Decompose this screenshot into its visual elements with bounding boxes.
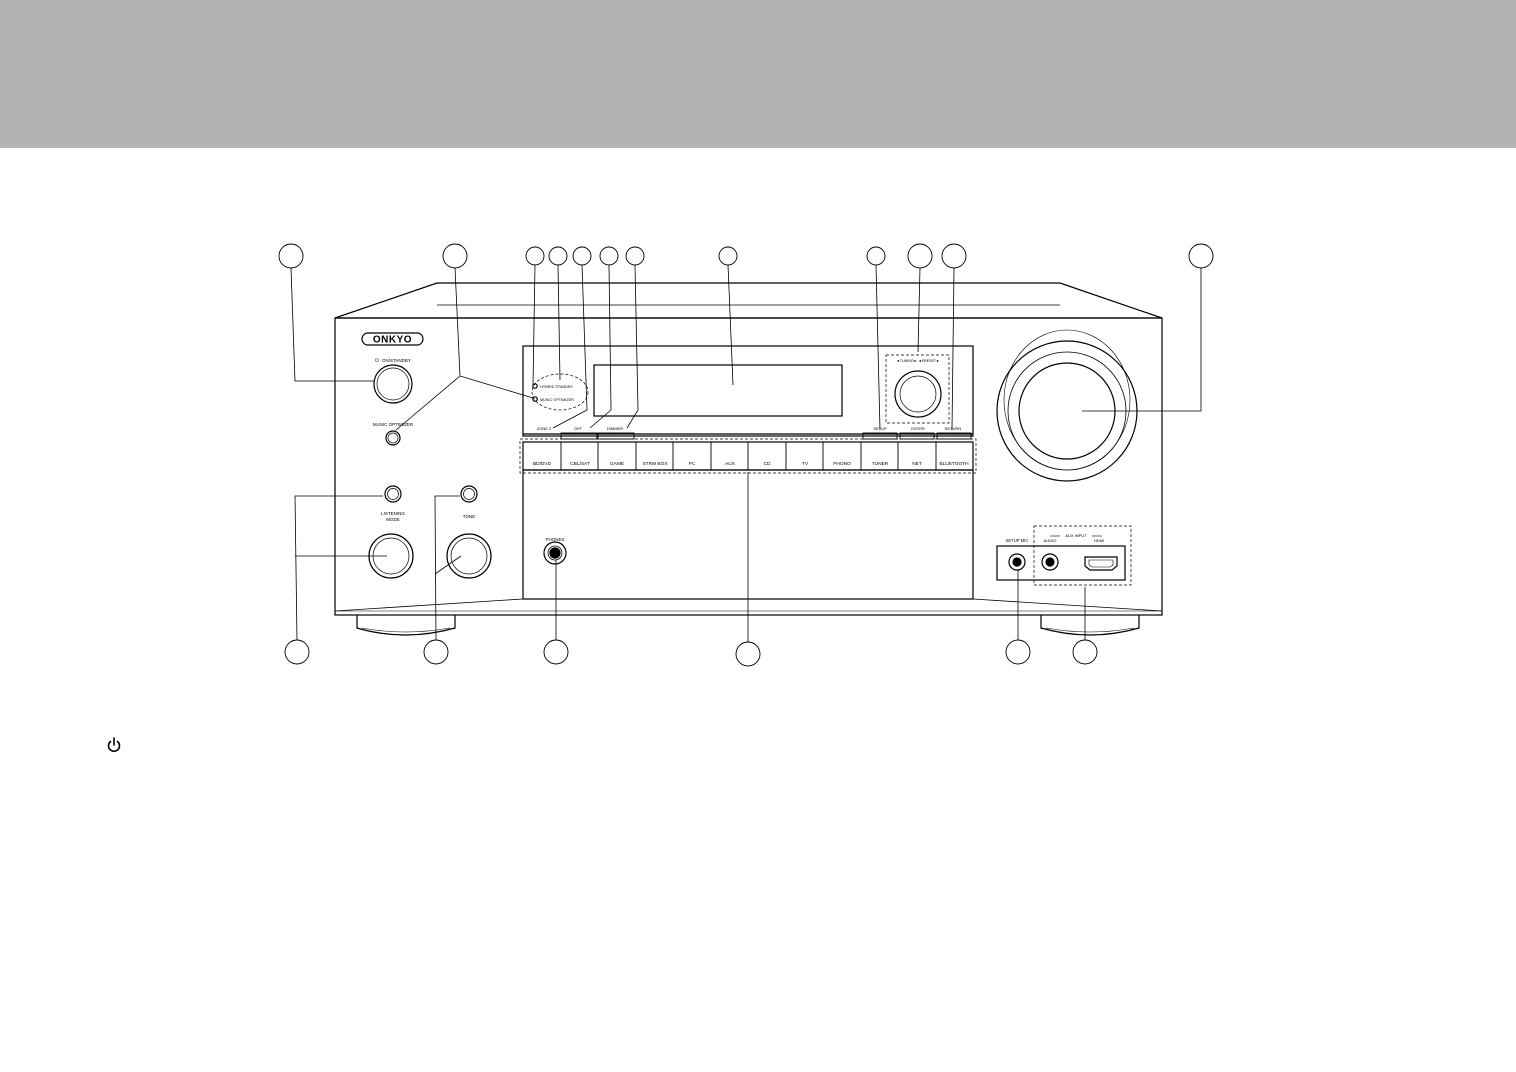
callout bbox=[543, 639, 569, 665]
callout bbox=[1072, 639, 1098, 665]
callout bbox=[1005, 639, 1031, 665]
listening-mode-button[interactable] bbox=[384, 485, 402, 503]
input-button-cd[interactable]: CD bbox=[764, 461, 771, 467]
label-off: OFF bbox=[574, 426, 583, 431]
label-hdmi: HDMI bbox=[1094, 538, 1104, 543]
label-return: RETURN bbox=[945, 426, 962, 431]
power-symbol-small: ⏻ bbox=[375, 358, 379, 364]
label-enter: ENTER bbox=[911, 426, 925, 431]
input-button-bluetooth[interactable]: BLUETOOTH bbox=[939, 461, 969, 467]
callout bbox=[907, 243, 933, 269]
callout bbox=[866, 246, 886, 266]
left-foot bbox=[356, 615, 456, 636]
callout bbox=[718, 246, 738, 266]
callout bbox=[284, 639, 310, 665]
label-dimmer: DIMMER bbox=[607, 426, 623, 431]
front-panel bbox=[334, 317, 1163, 616]
label-audio: AUDIO bbox=[1044, 538, 1057, 543]
display-screen bbox=[593, 364, 843, 417]
input-button-pc[interactable]: PC bbox=[689, 461, 696, 467]
callout bbox=[599, 246, 619, 266]
tuning-preset-dial[interactable] bbox=[894, 370, 942, 418]
music-optimizer-led bbox=[532, 396, 538, 402]
callout bbox=[1188, 243, 1214, 269]
power-icon bbox=[107, 737, 121, 753]
phones-jack[interactable] bbox=[543, 541, 567, 565]
aux-panel bbox=[996, 545, 1126, 581]
label-on-standby: ON/STANDBY bbox=[382, 358, 411, 363]
label-music-optimizer: MUSIC OPTIMIZER bbox=[373, 422, 414, 427]
music-optimizer-button[interactable] bbox=[385, 430, 401, 446]
input-button-bd-dvd[interactable]: BD/DVD bbox=[533, 461, 552, 467]
input-button-aux[interactable]: AUX bbox=[725, 461, 736, 467]
input-button-tuner[interactable]: TUNER bbox=[872, 461, 889, 467]
callout bbox=[735, 641, 761, 667]
label-tone: TONE bbox=[463, 514, 475, 519]
tone-knob[interactable] bbox=[446, 533, 492, 579]
input-button-strm-box[interactable]: STRM BOX bbox=[642, 461, 668, 467]
callout bbox=[572, 246, 592, 266]
aux-audio-jack[interactable] bbox=[1041, 553, 1059, 571]
callout bbox=[525, 246, 545, 266]
right-foot bbox=[1040, 615, 1140, 636]
label-setup-mic: SETUP MIC bbox=[1006, 538, 1029, 543]
tone-button[interactable] bbox=[460, 485, 478, 503]
display-window bbox=[522, 345, 974, 437]
label-tuning-preset: ◄TUNING► ◄PRESET► bbox=[896, 359, 939, 363]
label-hybrid-standby: HYBRID STANDBY bbox=[540, 385, 574, 389]
brand-logo: ONKYO bbox=[373, 335, 412, 346]
callout bbox=[278, 243, 304, 269]
label-music-optimizer-led: MUSIC OPTIMIZER bbox=[540, 398, 574, 402]
label-listening-1: LISTENING bbox=[381, 511, 405, 516]
callout bbox=[625, 246, 645, 266]
setup-mic-jack[interactable] bbox=[1008, 553, 1026, 571]
header-band bbox=[0, 0, 1516, 148]
callout bbox=[548, 246, 568, 266]
callout bbox=[442, 243, 468, 269]
label-listening-2: MODE bbox=[386, 517, 400, 522]
power-button[interactable] bbox=[373, 364, 413, 404]
label-phones: PHONES bbox=[545, 537, 564, 542]
callout bbox=[941, 243, 967, 269]
aux-hdmi-port[interactable] bbox=[1084, 556, 1118, 571]
input-button-net[interactable]: NET bbox=[912, 461, 922, 467]
input-button-tv[interactable]: TV bbox=[802, 461, 809, 467]
input-button-cbl-sat[interactable]: CBL/SAT bbox=[570, 461, 590, 467]
callout bbox=[423, 639, 449, 665]
label-setup: SETUP bbox=[873, 426, 887, 431]
label-zone2: ZONE 2 bbox=[537, 426, 552, 431]
cabinet-top bbox=[334, 282, 1163, 319]
label-aux-input: AUX INPUT bbox=[1065, 533, 1087, 538]
input-button-phono[interactable]: PHONO bbox=[833, 461, 851, 467]
input-button-game[interactable]: GAME bbox=[610, 461, 624, 467]
